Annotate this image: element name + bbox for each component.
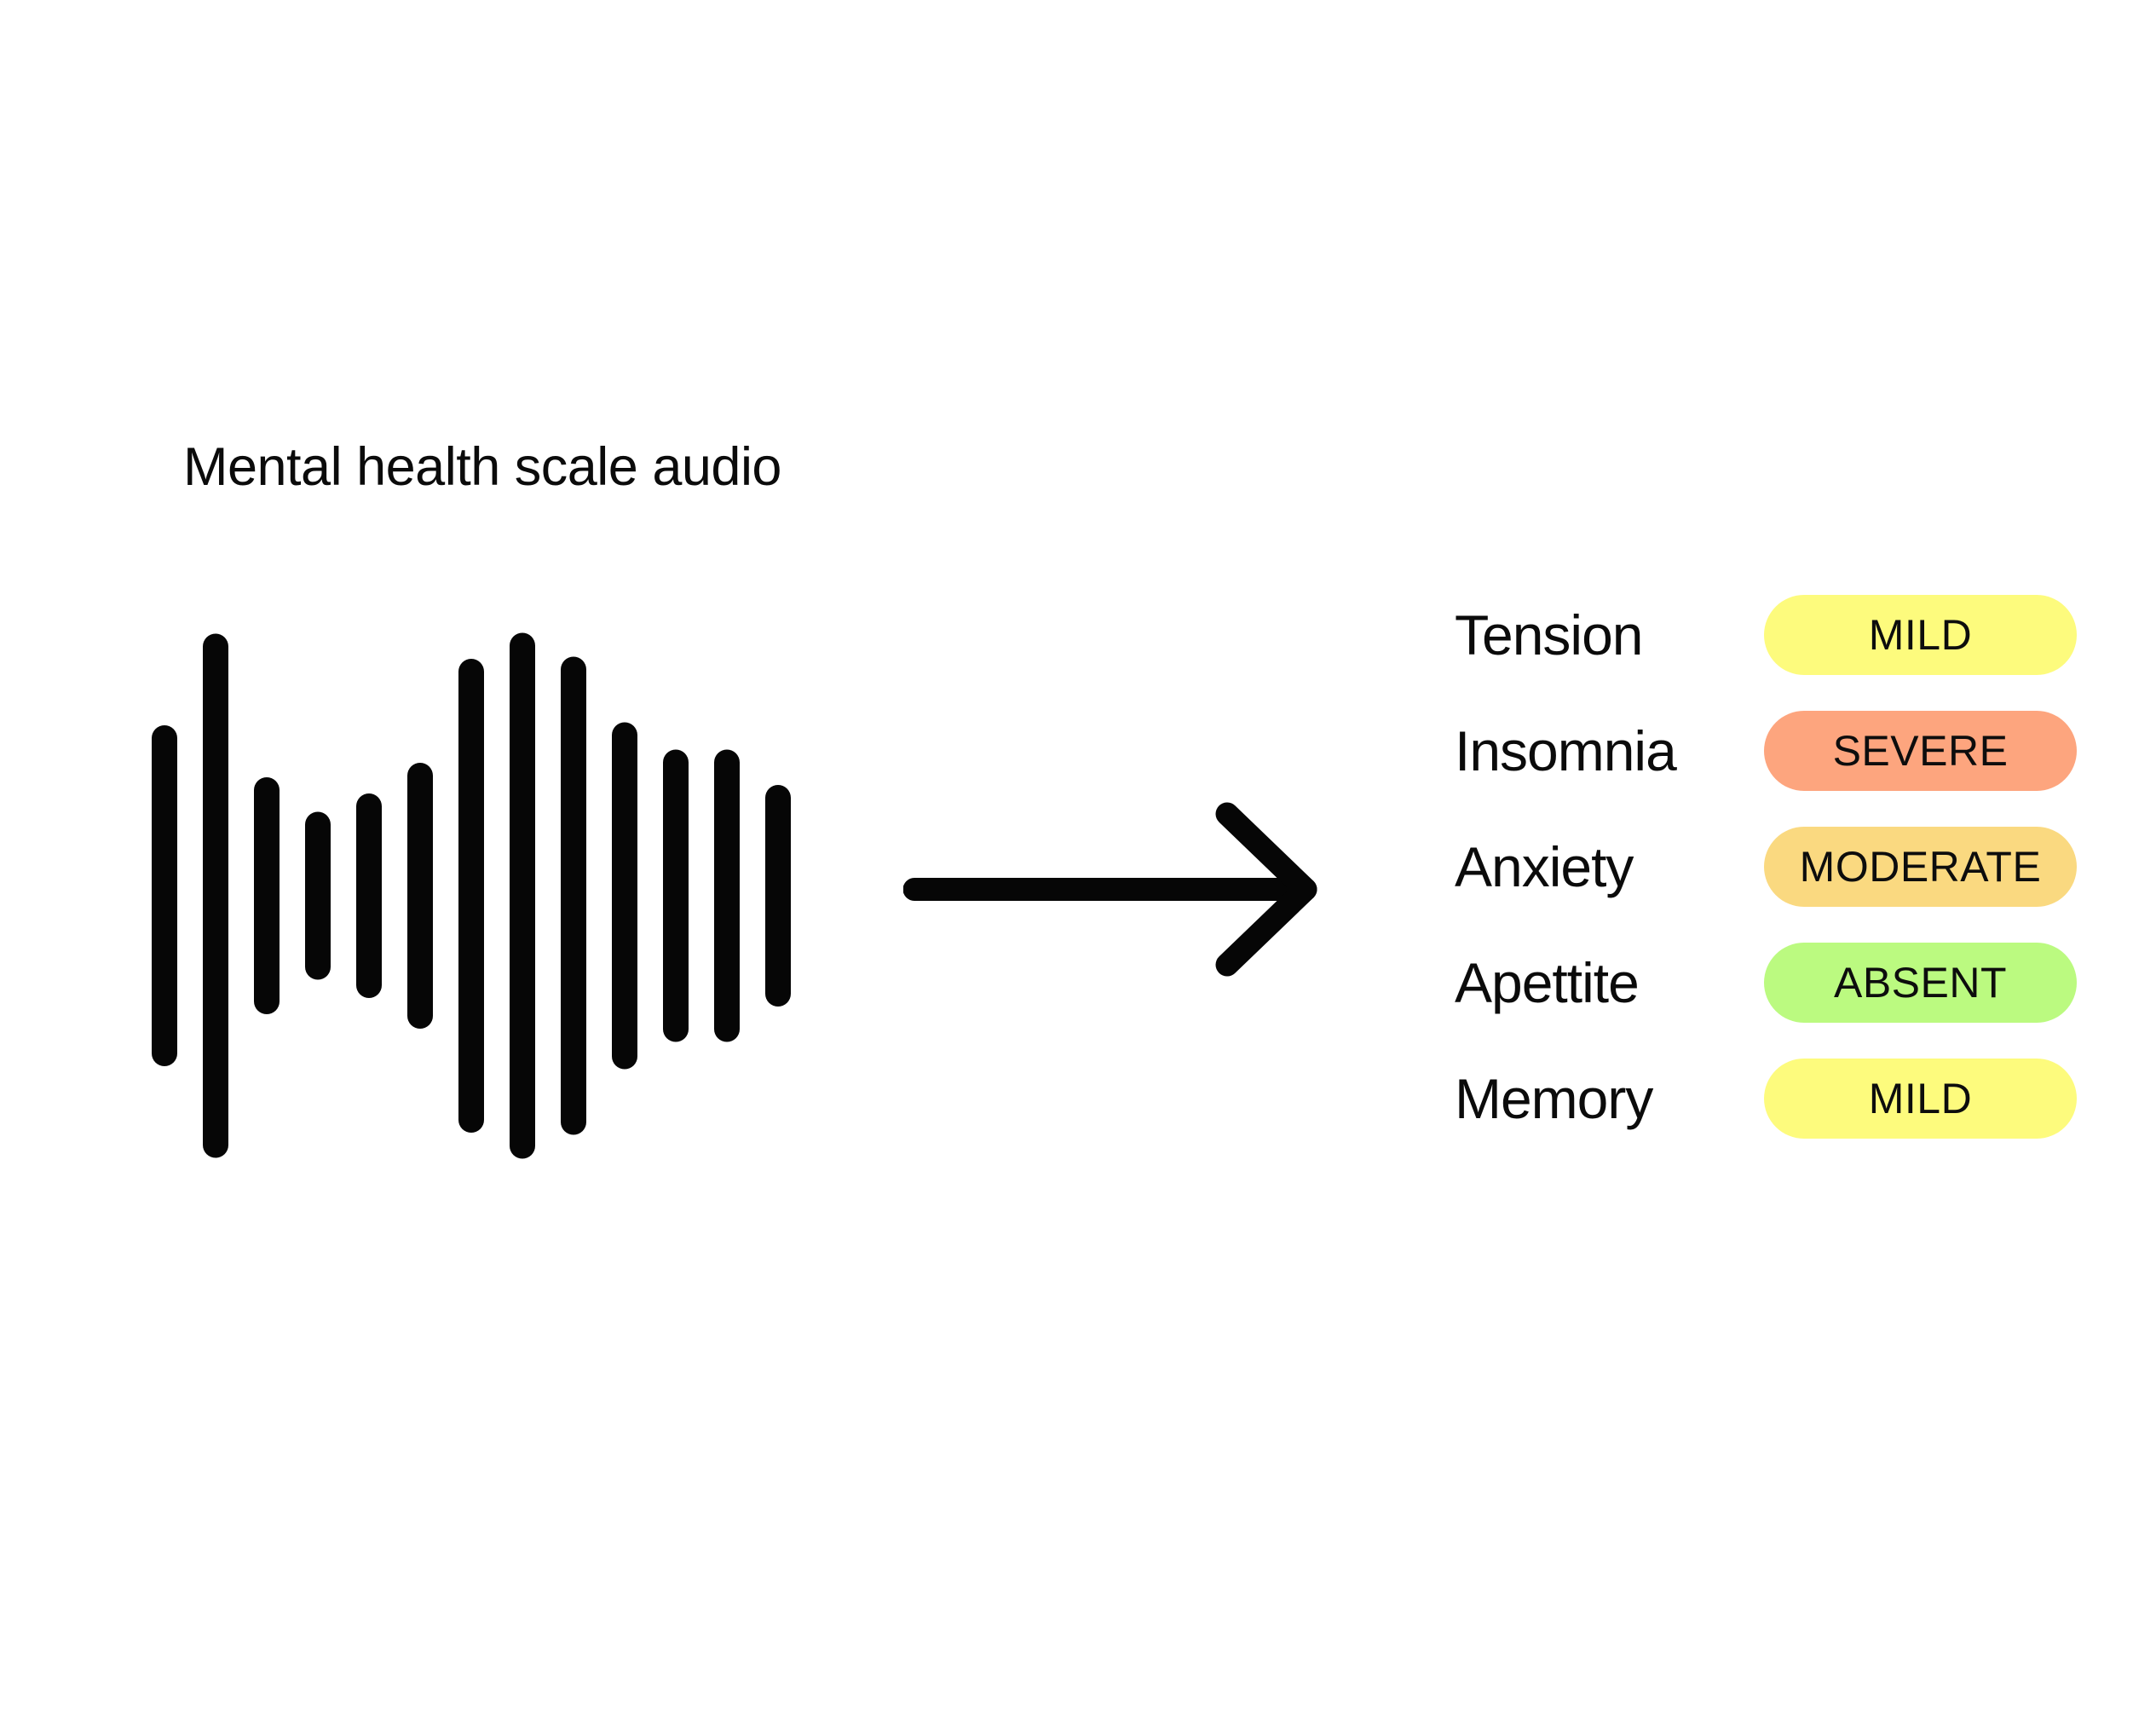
severity-badge: MODERATE [1764, 827, 2077, 907]
result-row-memory: Memory MILD [1455, 1059, 2077, 1139]
right-arrow-icon [903, 802, 1317, 977]
symptom-label: Memory [1455, 1067, 1653, 1130]
result-row-apettite: Apettite ABSENT [1455, 943, 2077, 1023]
symptom-label: Tension [1455, 603, 1643, 666]
audio-waveform-icon [152, 632, 791, 1159]
severity-badge: SEVERE [1764, 711, 2077, 791]
diagram-title: Mental health scale audio [183, 437, 781, 497]
symptom-label: Anxiety [1455, 835, 1634, 898]
severity-badge: MILD [1764, 595, 2077, 675]
symptom-label: Apettite [1455, 951, 1640, 1014]
results-list: Tension MILD Insomnia SEVERE Anxiety MOD… [1455, 595, 2077, 1139]
symptom-label: Insomnia [1455, 719, 1677, 782]
severity-badge: MILD [1764, 1059, 2077, 1139]
result-row-tension: Tension MILD [1455, 595, 2077, 675]
result-row-insomnia: Insomnia SEVERE [1455, 711, 2077, 791]
severity-badge: ABSENT [1764, 943, 2077, 1023]
result-row-anxiety: Anxiety MODERATE [1455, 827, 2077, 907]
